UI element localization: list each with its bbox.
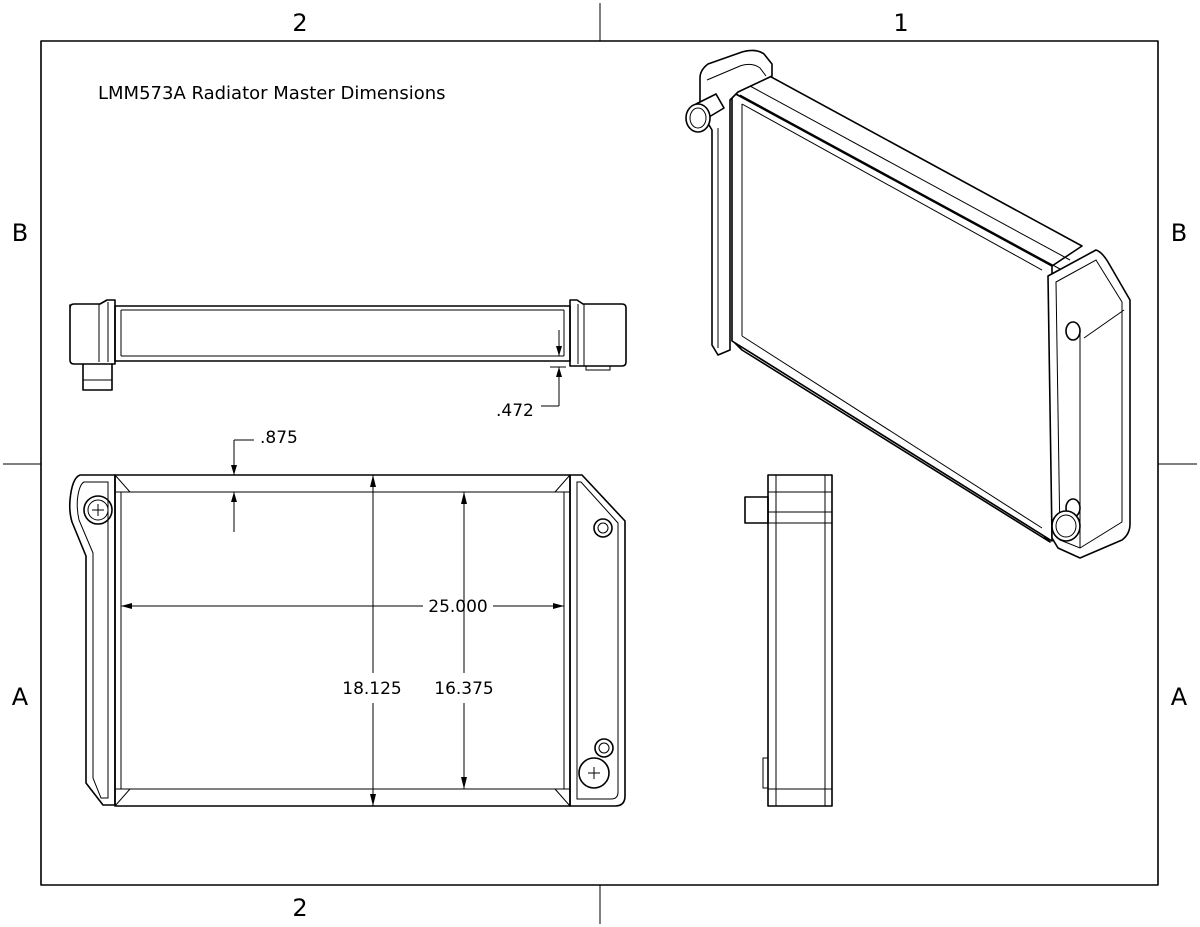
- dimension-core-width: 25.000: [428, 597, 487, 617]
- dimension-thickness: .472: [496, 401, 534, 421]
- zone-label-right-upper: B: [1171, 219, 1187, 247]
- zone-label-top-left: 2: [292, 9, 307, 37]
- drawing-title: LMM573A Radiator Master Dimensions: [98, 83, 446, 104]
- dimension-overall-height: 18.125: [342, 679, 401, 699]
- drawing-frame: [3, 3, 1197, 924]
- dimension-tank-offset: .875: [260, 428, 298, 448]
- zone-label-right-lower: A: [1171, 683, 1188, 711]
- zone-label-bottom-left: 2: [292, 894, 307, 922]
- side-view: [744, 474, 833, 807]
- zone-label-top-right: 1: [893, 9, 908, 37]
- zone-label-left-upper: B: [12, 219, 28, 247]
- zone-label-left-lower: A: [12, 683, 29, 711]
- dimension-core-height: 16.375: [434, 679, 493, 699]
- front-view: [68, 439, 626, 807]
- isometric-view: [685, 49, 1131, 559]
- top-view: [69, 299, 627, 407]
